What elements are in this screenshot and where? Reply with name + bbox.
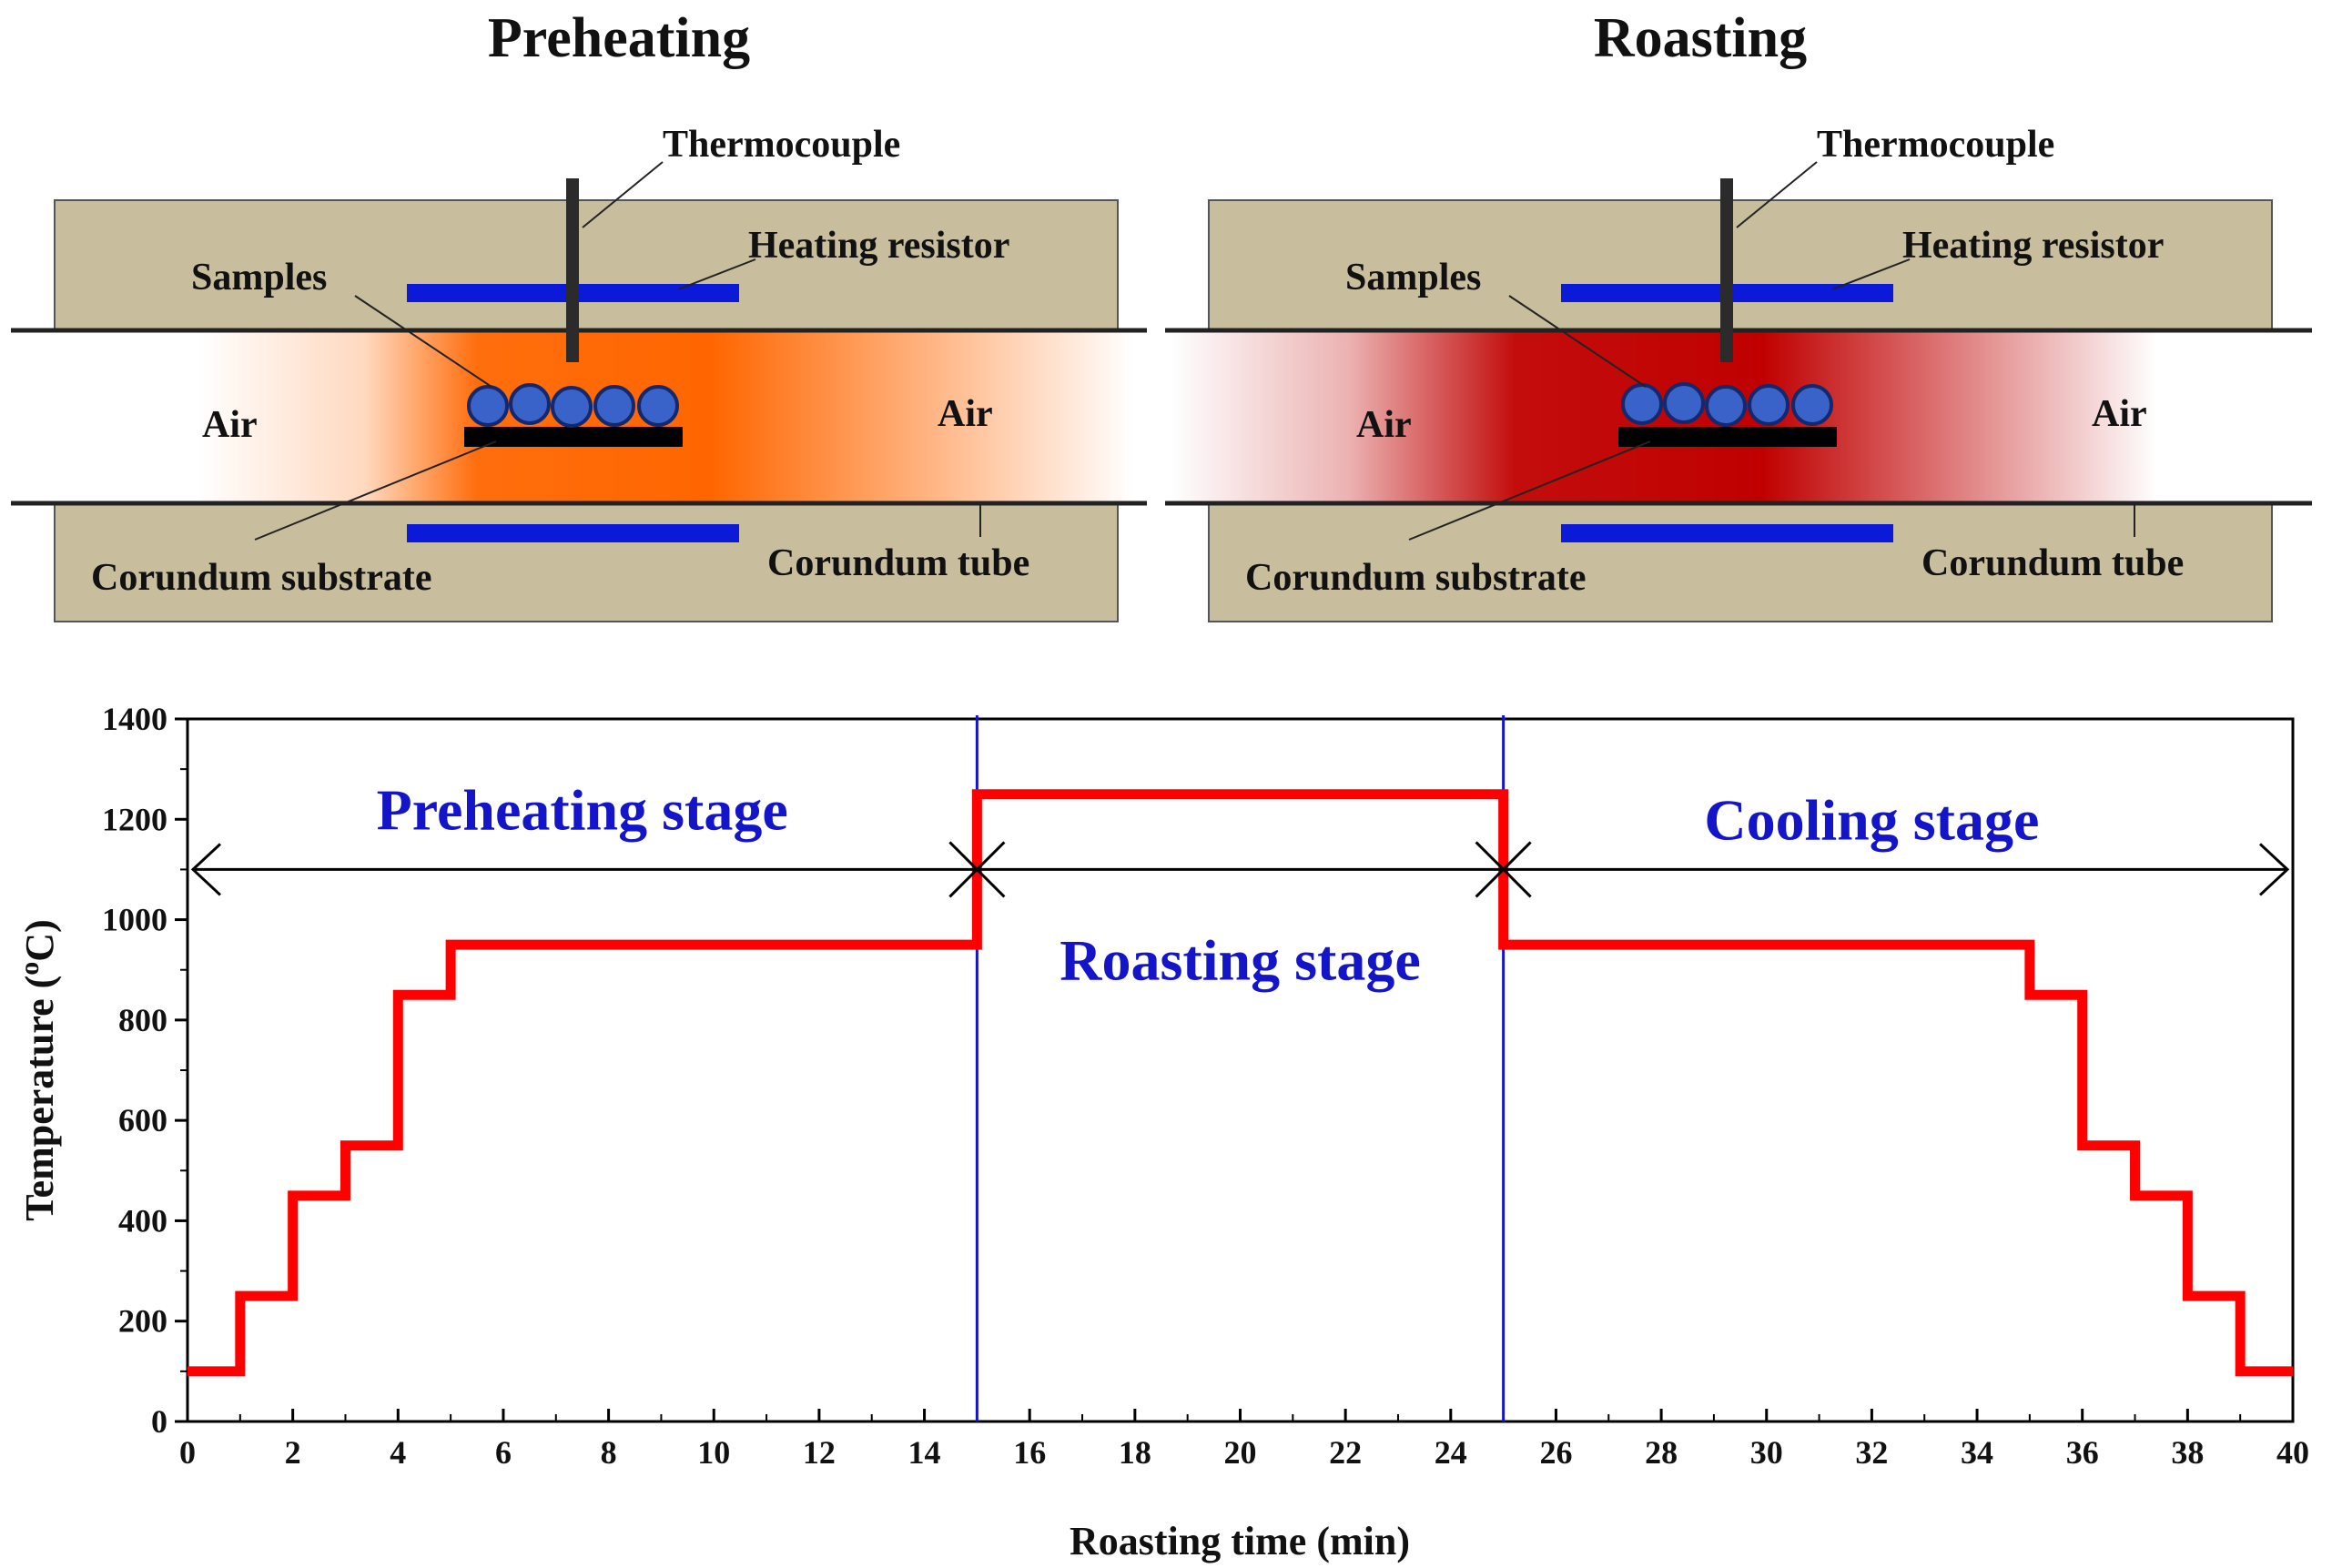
- x-tick-label: 14: [908, 1434, 941, 1471]
- x-tick-label: 34: [1961, 1434, 1993, 1471]
- leader-heating-resistor: [677, 258, 756, 290]
- leader-heating-resistor: [1831, 258, 1911, 290]
- x-tick-label: 24: [1435, 1434, 1467, 1471]
- y-tick-label: 1000: [102, 902, 167, 938]
- corundum-substrate: [464, 427, 683, 447]
- stage-label: Preheating stage: [377, 777, 788, 842]
- heating-resistor-bottom: [407, 524, 739, 542]
- x-tick-label: 10: [697, 1434, 730, 1471]
- tube-label: Corundum tube: [1921, 542, 2184, 584]
- y-tick-label: 600: [118, 1102, 167, 1138]
- leader-samples: [1508, 295, 1647, 388]
- furnace-bottom: [54, 502, 1119, 622]
- thermocouple-rod: [1720, 178, 1733, 362]
- x-tick-label: 6: [495, 1434, 512, 1471]
- thermocouple-label: Thermocouple: [1817, 124, 2054, 166]
- substrate-label: Corundum substrate: [91, 557, 432, 599]
- samples-label: Samples: [191, 257, 327, 298]
- stage-label: Roasting stage: [1060, 928, 1420, 993]
- y-tick-label: 1200: [102, 801, 167, 837]
- leader-thermocouple: [1736, 161, 1818, 228]
- corundum-substrate: [1618, 427, 1837, 447]
- x-tick-label: 38: [2171, 1434, 2204, 1471]
- x-tick-label: 40: [2276, 1434, 2309, 1471]
- x-tick-label: 4: [390, 1434, 406, 1471]
- tube-label: Corundum tube: [767, 542, 1029, 584]
- furnace-bottom: [1208, 502, 2273, 622]
- temperature-step-line: [188, 789, 2293, 1377]
- stage-arrow-head-left: [190, 843, 222, 896]
- y-axis-title-sup: o: [15, 962, 45, 976]
- x-axis-title: Roasting time (min): [1070, 1519, 1410, 1563]
- x-tick-label: 12: [803, 1434, 836, 1471]
- samples-label: Samples: [1345, 257, 1481, 298]
- leader-substrate: [254, 440, 497, 541]
- stage-arrow-x-marker: [948, 841, 1006, 898]
- leader-samples: [354, 295, 492, 388]
- air-label-right: Air: [938, 393, 993, 435]
- thermocouple-label: Thermocouple: [663, 124, 900, 166]
- x-tick-label: 22: [1329, 1434, 1362, 1471]
- hot-zone: [1170, 332, 2157, 501]
- heating-resistor-label: Heating resistor: [1902, 225, 2164, 267]
- x-tick-label: 20: [1224, 1434, 1257, 1471]
- x-tick-label: 32: [1855, 1434, 1888, 1471]
- substrate-label: Corundum substrate: [1245, 557, 1587, 599]
- stage-arrow-x-marker: [1475, 841, 1532, 898]
- y-tick-label: 1400: [102, 701, 167, 737]
- air-label-left: Air: [202, 404, 258, 446]
- x-tick-label: 18: [1119, 1434, 1151, 1471]
- x-tick-label: 0: [179, 1434, 196, 1471]
- panel-title: Preheating: [488, 7, 750, 69]
- samples: [1621, 382, 1833, 427]
- leader-substrate: [1408, 440, 1651, 541]
- air-label-left: Air: [1356, 404, 1412, 446]
- leader-thermocouple: [582, 161, 664, 228]
- x-tick-label: 30: [1750, 1434, 1783, 1471]
- thermocouple-rod: [566, 178, 579, 362]
- furnace-top: [54, 199, 1119, 331]
- y-axis-title: Temperature (oC): [15, 919, 62, 1221]
- air-label-right: Air: [2092, 393, 2147, 435]
- y-tick-label: 400: [118, 1202, 167, 1239]
- y-tick-label: 200: [118, 1303, 167, 1340]
- y-axis-title-main: Temperature (: [17, 976, 62, 1221]
- y-tick-label: 800: [118, 1002, 167, 1038]
- x-tick-label: 26: [1539, 1434, 1572, 1471]
- x-tick-label: 16: [1013, 1434, 1046, 1471]
- roasting-panel: Roasting Thermocouple Heating resistor S…: [1163, 7, 2321, 622]
- stage-arrow-head-right: [2258, 843, 2290, 896]
- x-tick-label: 2: [285, 1434, 301, 1471]
- preheating-panel: Preheating Thermocouple Heating resistor…: [9, 7, 1147, 622]
- heating-resistor-label: Heating resistor: [748, 225, 1009, 267]
- y-tick-label: 0: [151, 1403, 167, 1440]
- panel-title: Roasting: [1594, 7, 1807, 69]
- x-tick-label: 28: [1645, 1434, 1678, 1471]
- furnace-top: [1208, 199, 2273, 331]
- stage-label: Cooling stage: [1704, 787, 2039, 852]
- samples: [467, 383, 679, 428]
- x-tick-label: 8: [601, 1434, 617, 1471]
- heating-resistor-bottom: [1561, 524, 1893, 542]
- y-axis-title-unit: C): [17, 919, 62, 961]
- x-tick-label: 36: [2066, 1434, 2099, 1471]
